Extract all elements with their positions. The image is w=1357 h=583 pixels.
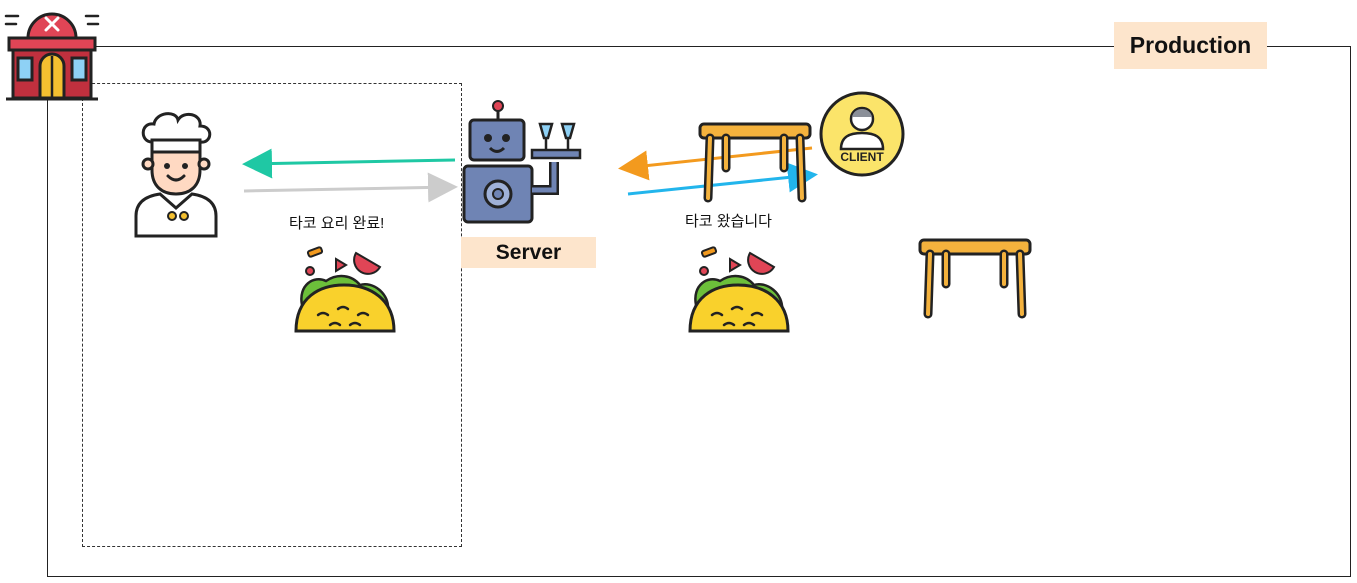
client-label: CLIENT: [840, 150, 884, 164]
kitchen-message: 타코 요리 완료!: [289, 215, 385, 232]
kitchen-region: [82, 83, 462, 547]
server-label: Server: [461, 237, 596, 268]
table-message: 타코 왔습니다: [685, 213, 772, 230]
production-frame: [47, 46, 1351, 577]
taco-icon: [294, 246, 396, 333]
chef-to-server-arrow: [243, 172, 458, 203]
server-to-chef-arrow: [242, 148, 456, 179]
chef-icon: [134, 112, 218, 238]
server-to-client-arrow: [627, 162, 818, 196]
robot-server-icon: [462, 100, 582, 224]
client-icon: CLIENT: [819, 91, 905, 177]
production-label: Production: [1114, 22, 1267, 69]
table-icon: [698, 122, 812, 203]
taco-icon: [688, 246, 790, 333]
restaurant-icon: [4, 12, 100, 101]
table-icon: [918, 238, 1032, 319]
